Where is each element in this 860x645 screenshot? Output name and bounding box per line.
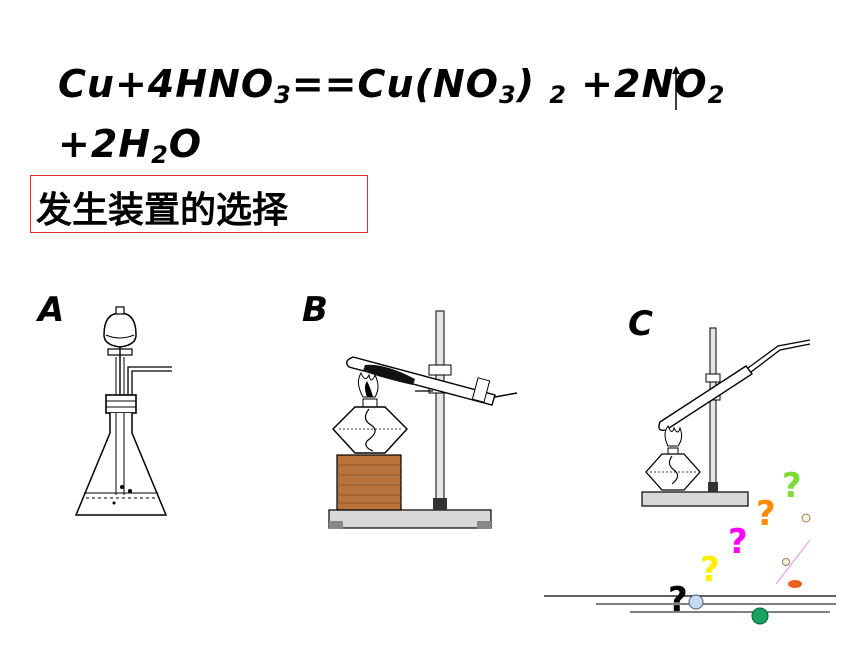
section-title: 发生装置的选择 xyxy=(36,190,289,231)
equation-line-2-part-2: O xyxy=(168,122,203,166)
equation-line-1-part-1: 3 xyxy=(274,81,292,109)
question-mark-3: ? xyxy=(728,522,748,562)
gas-arrow-icon xyxy=(672,66,680,110)
equation-line-1-part-7: 2 xyxy=(707,81,726,109)
equation-line-1-part-2: ==Cu(NO xyxy=(291,62,499,106)
question-mark-2: ? xyxy=(756,494,776,534)
equation-line-1: Cu+4HNO3==Cu(NO3) 2 +2NO2 xyxy=(58,62,725,109)
decorative-lines xyxy=(544,513,836,625)
equation-line-1-part-4: ) xyxy=(516,62,550,106)
equation-line-2: +2H2O xyxy=(58,122,202,169)
equation-line-1-part-5: 2 xyxy=(549,81,567,109)
question-mark-1: ? xyxy=(782,466,802,506)
apparatus-b-label: B xyxy=(302,290,328,330)
section-title-box xyxy=(30,175,368,233)
apparatus-c-label: C xyxy=(628,304,653,344)
apparatus-c-heating-setup xyxy=(641,327,811,507)
apparatus-a-label: A xyxy=(38,290,65,330)
question-mark-4: ? xyxy=(700,550,720,590)
equation-line-1-part-0: Cu+4HNO xyxy=(58,62,275,106)
equation-line-1-part-3: 3 xyxy=(498,81,517,109)
equation-line-2-part-0: +2H xyxy=(58,122,152,166)
apparatus-a-flask-funnel xyxy=(74,306,172,516)
equation-line-1-part-6: +2NO xyxy=(566,62,708,106)
question-mark-5: ? xyxy=(668,580,688,620)
equation-line-2-part-1: 2 xyxy=(151,141,169,169)
apparatus-b-heating-setup xyxy=(328,310,518,529)
